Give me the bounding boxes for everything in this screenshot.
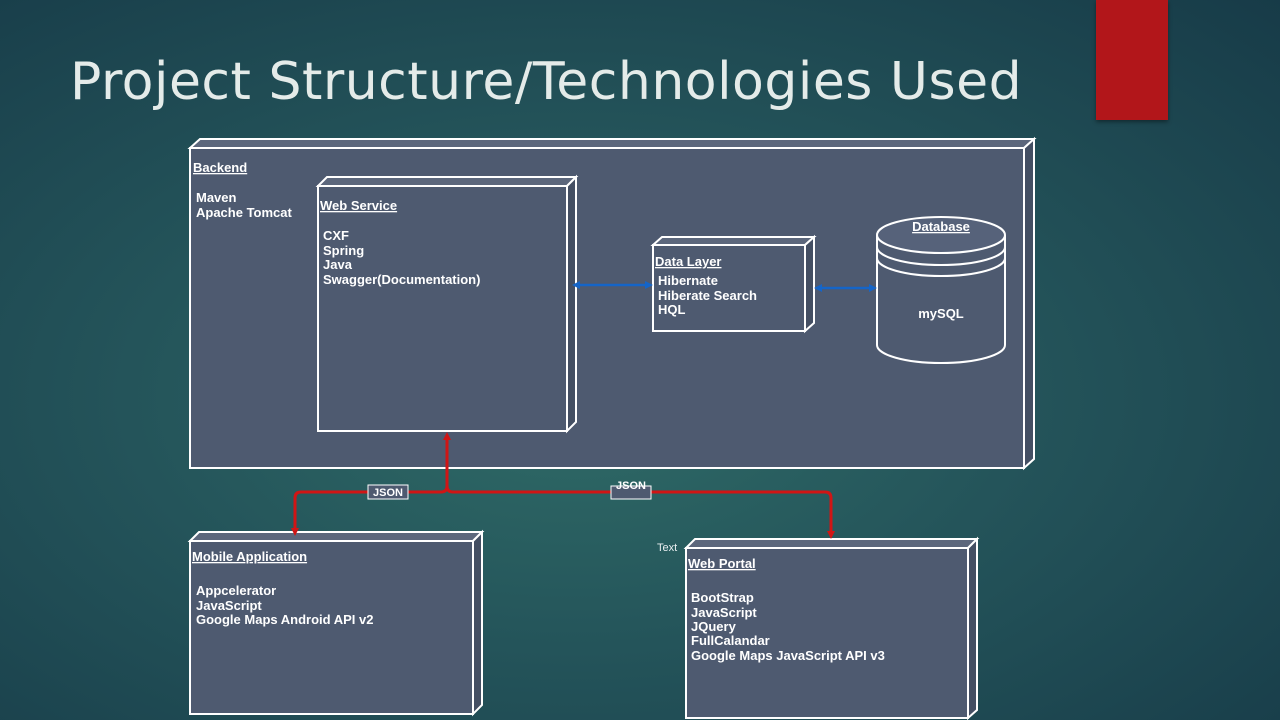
data-layer-node: Data Layer Hibernate Hiberate Search HQL bbox=[650, 234, 817, 334]
web-portal-item: FullCalandar bbox=[691, 633, 770, 648]
web-service-item: Swagger(Documentation) bbox=[323, 272, 480, 287]
svg-text:JSON: JSON bbox=[616, 480, 646, 492]
mobile-app-item: JavaScript bbox=[196, 598, 262, 613]
mobile-app-title: Mobile Application bbox=[192, 549, 307, 564]
json-label-left: JSON bbox=[367, 484, 409, 500]
web-portal-item: JavaScript bbox=[691, 605, 757, 620]
web-service-title: Web Service bbox=[320, 198, 397, 213]
data-layer-item: Hiberate Search bbox=[658, 288, 757, 303]
web-portal-item: Google Maps JavaScript API v3 bbox=[691, 648, 885, 663]
web-portal-title: Web Portal bbox=[688, 556, 756, 571]
web-service-item: Spring bbox=[323, 243, 364, 258]
backend-item: Maven bbox=[196, 190, 237, 205]
web-portal-item: BootStrap bbox=[691, 590, 754, 605]
web-service-item: CXF bbox=[323, 228, 349, 243]
mobile-app-node: Mobile Application Appcelerator JavaScri… bbox=[187, 529, 485, 717]
json-label-right: JSON bbox=[610, 480, 652, 500]
mobile-app-item: Google Maps Android API v2 bbox=[196, 612, 373, 627]
json-portal-arrow bbox=[445, 485, 835, 539]
web-portal-node: Web Portal BootStrap JavaScript JQuery F… bbox=[683, 536, 980, 720]
stray-text-label: Text bbox=[657, 542, 677, 554]
backend-title: Backend bbox=[193, 160, 247, 175]
database-title: Database bbox=[912, 219, 970, 234]
data-layer-title: Data Layer bbox=[655, 254, 721, 269]
data-layer-item: Hibernate bbox=[658, 273, 718, 288]
database-item: mySQL bbox=[918, 306, 964, 321]
database-node: Database mySQL bbox=[876, 216, 1006, 364]
slide-title: Project Structure/Technologies Used bbox=[70, 52, 1023, 112]
accent-bar bbox=[1096, 0, 1168, 120]
svg-text:JSON: JSON bbox=[373, 487, 403, 499]
mobile-app-item: Appcelerator bbox=[196, 583, 276, 598]
web-service-node: Web Service CXF Spring Java Swagger(Docu… bbox=[315, 174, 579, 434]
web-service-item: Java bbox=[323, 257, 353, 272]
data-layer-item: HQL bbox=[658, 302, 686, 317]
web-portal-item: JQuery bbox=[691, 619, 737, 634]
backend-item: Apache Tomcat bbox=[196, 205, 293, 220]
